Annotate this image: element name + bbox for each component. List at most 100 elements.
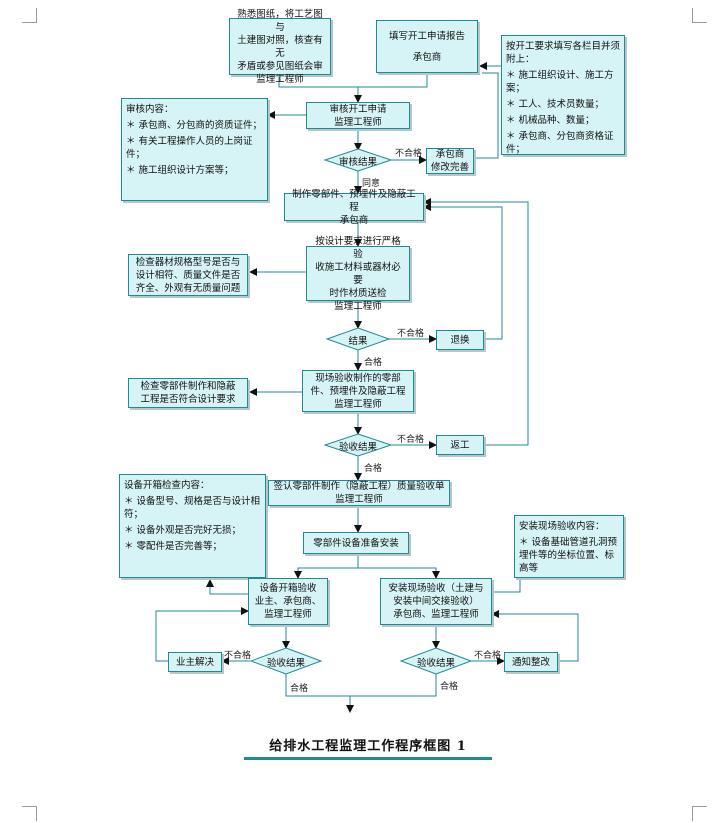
decision-result-shape — [325, 327, 391, 351]
unpack-contents-box: 设备开箱检查内容： ＊ 设备型号、规格是否与设计相符； ＊ 设备外观是否完好无损… — [119, 474, 266, 578]
decision-install-result-label: 验收结果 — [416, 658, 455, 669]
check-parts-line-2: 工程是否符合设计要求 — [140, 394, 236, 405]
decision-result-label: 结果 — [348, 336, 368, 347]
connector-install-contents — [488, 578, 521, 593]
contractor-fix-line-2: 修改完善 — [431, 162, 470, 173]
label-fail-unpack: 不合格 — [224, 651, 252, 661]
crop-mark-bottom-right — [692, 806, 707, 821]
site-accept-line-1: 现场验收制作的零部 — [315, 372, 401, 384]
make-parts-line-1: 制作零部件、预埋件及隐蔽工程 — [292, 188, 416, 213]
make-parts-box: 制作零部件、预埋件及隐蔽工程 承包商 — [284, 189, 424, 226]
start-requirements-item-2: ＊ 工人、技术员数量； — [506, 99, 605, 110]
connector-d5-end — [350, 674, 437, 697]
start-report-line-1: 填写开工申请报告 — [388, 30, 465, 42]
connector-report-review — [358, 73, 428, 88]
contractor-fix-line-1: 承包商 — [435, 149, 465, 160]
rework-label: 返工 — [450, 439, 470, 451]
check-parts-line-1: 检查零部件制作和隐蔽 — [140, 381, 236, 392]
unpack-contents-title: 设备开箱检查内容： — [124, 480, 210, 491]
return-goods-box: 退换 — [436, 330, 484, 350]
unpack-accept-box: 设备开箱验收 业主、承包商、 监理工程师 — [248, 578, 328, 625]
check-materials-box: 检查器材规格型号是否与 设计相符、质量文件是否 齐全、外观有无质量问题 — [128, 254, 248, 296]
connector-familiarize-review — [278, 75, 362, 103]
decision-site-result-label: 验收结果 — [338, 442, 377, 453]
connector-return-make — [423, 203, 503, 340]
owner-solve-box: 业主解决 — [168, 652, 222, 672]
rework-box: 返工 — [436, 435, 484, 455]
diagram-title: 给排水工程监理工作程序框图 1 — [269, 739, 467, 754]
start-requirements-box: 按开工要求填写各栏目并须附上： ＊ 施工组织设计、施工方案； ＊ 工人、技术员数… — [501, 35, 625, 155]
contractor-fix-box: 承包商 修改完善 — [426, 148, 474, 174]
inspect-materials-line-2: 收施工材料或器材必要 — [315, 261, 401, 286]
install-contents-item-1: ＊ 设备基础管道孔洞预埋件等的坐标位置、标高等 — [519, 537, 618, 574]
site-accept-line-2: 件、预埋件及隐蔽工程 — [310, 385, 406, 397]
notify-rectify-label: 通知整改 — [511, 656, 550, 668]
familiarize-line-4: 监理工程师 — [256, 73, 304, 85]
label-pass-install: 合格 — [440, 682, 459, 692]
sign-form-box: 签认零部件制作（隐蔽工程）质量验收单 监理工程师 — [268, 480, 450, 506]
familiarize-line-1: 熟悉图纸，将工艺图与 — [237, 8, 323, 33]
install-contents-title: 安装现场验收内容： — [519, 521, 605, 532]
sign-form-line-1: 签认零部件制作（隐蔽工程）质量验收单 — [273, 481, 445, 492]
make-parts-line-2: 承包商 — [339, 214, 369, 226]
connector-unpack-contents — [206, 579, 250, 595]
check-materials-line-3: 齐全、外观有无质量问题 — [135, 282, 241, 294]
start-requirements-item-4: ＊ 承包商、分包商资格证件； — [506, 131, 614, 155]
unpack-contents-item-3: ＊ 零配件是否完善等； — [124, 541, 223, 552]
start-report-box: 填写开工申请报告 承包商 — [376, 20, 478, 73]
check-parts-box: 检查零部件制作和隐蔽 工程是否符合设计要求 — [128, 378, 248, 408]
start-requirements-item-1: ＊ 施工组织设计、施工方案； — [506, 70, 614, 94]
install-accept-box: 安装现场验收（土建与 安装中间交接验收） 承包商、监理工程师 — [380, 578, 492, 625]
crop-mark-bottom-left — [22, 806, 37, 821]
check-materials-line-1: 检查器材规格型号是否与 — [135, 256, 241, 268]
decision-unpack-result-shape — [249, 647, 323, 675]
review-contents-item-2: ＊ 有关工程操作人员的上岗证件； — [126, 136, 253, 160]
connector-notify-install — [491, 610, 579, 662]
return-goods-label: 退换 — [450, 334, 470, 346]
review-start-box: 审核开工申请 监理工程师 — [306, 102, 410, 129]
label-fail-install: 不合格 — [474, 651, 502, 661]
install-accept-line-3: 承包商、监理工程师 — [393, 609, 479, 620]
sign-form-line-2: 监理工程师 — [335, 494, 383, 505]
label-fail-result: 不合格 — [397, 329, 425, 339]
label-pass-site: 合格 — [364, 464, 383, 474]
inspect-materials-line-4: 监理工程师 — [334, 300, 382, 312]
site-accept-box: 现场验收制作的零部 件、预埋件及隐蔽工程 监理工程师 — [302, 370, 414, 412]
review-contents-item-1: ＊ 承包商、分包商的资质证件； — [126, 120, 263, 131]
familiarize-line-3: 矛盾或参见图纸会审 — [237, 60, 323, 72]
connector-rework-make — [423, 198, 529, 446]
notify-rectify-box: 通知整改 — [504, 652, 558, 672]
unpack-accept-line-3: 监理工程师 — [264, 609, 312, 620]
familiarize-drawings-box: 熟悉图纸，将工艺图与 土建图对照，核查有无 矛盾或参见图纸会审 监理工程师 — [229, 9, 331, 85]
review-contents-box: 审核内容： ＊ 承包商、分包商的资质证件； ＊ 有关工程操作人员的上岗证件； ＊… — [121, 98, 268, 201]
install-accept-line-1: 安装现场验收（土建与 — [388, 583, 484, 594]
label-fail-site: 不合格 — [397, 435, 425, 445]
connector-split-install — [358, 567, 440, 579]
label-fail-review: 不合格 — [395, 149, 423, 159]
equip-prepare-box: 零部件设备准备安装 — [303, 532, 409, 554]
decision-site-result-shape — [323, 433, 393, 457]
review-contents-title: 审核内容： — [126, 104, 174, 115]
install-accept-line-2: 安装中间交接验收） — [393, 596, 479, 607]
unpack-accept-line-2: 业主、承包商、 — [254, 596, 322, 607]
connector-fix-report — [474, 72, 499, 159]
start-requirements-title: 按开工要求填写各栏目并须附上： — [506, 41, 621, 65]
label-pass-result: 合格 — [364, 358, 383, 368]
start-report-line-2: 承包商 — [412, 51, 442, 63]
site-accept-line-3: 监理工程师 — [334, 398, 382, 410]
equip-prepare-label: 零部件设备准备安装 — [313, 537, 399, 549]
connector-owner-unpack — [155, 607, 249, 662]
owner-solve-label: 业主解决 — [175, 656, 214, 668]
crop-mark-top-left — [22, 8, 37, 23]
review-start-line-1: 审核开工申请 — [329, 103, 387, 115]
unpack-contents-item-2: ＊ 设备外观是否完好无损； — [124, 525, 242, 536]
connector-prepare-split — [294, 554, 359, 579]
start-requirements-item-3: ＊ 机械品种、数量； — [506, 115, 595, 126]
decision-review-result-label: 审核结果 — [338, 157, 377, 168]
label-pass-unpack: 合格 — [290, 684, 309, 694]
inspect-materials-line-1: 按设计要求进行严格验 — [315, 235, 401, 260]
inspect-materials-box: 按设计要求进行严格验 收施工材料或器材必要 时作材质送检 监理工程师 — [306, 236, 410, 312]
inspect-materials-line-3: 时作材质送检 — [329, 287, 387, 299]
familiarize-line-2: 土建图对照，核查有无 — [237, 34, 323, 59]
